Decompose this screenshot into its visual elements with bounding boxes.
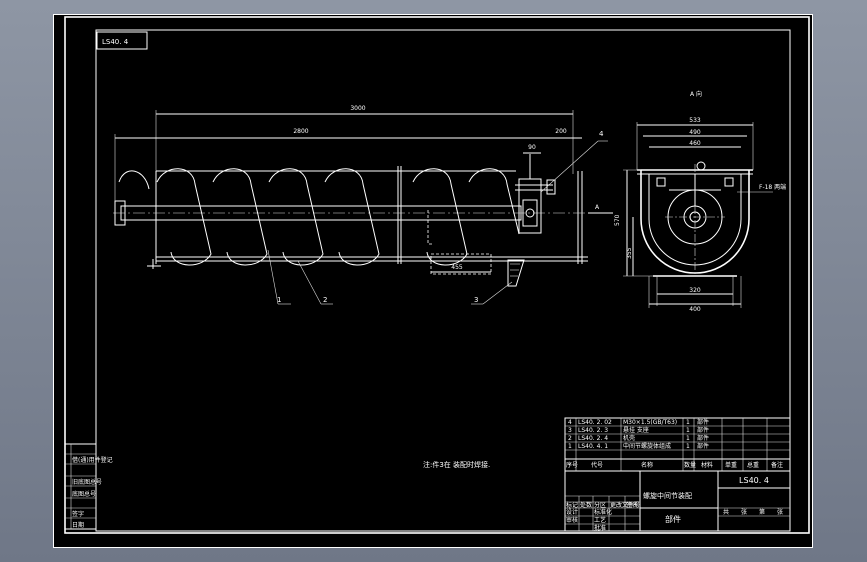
dim-inner: 2800 bbox=[114, 128, 530, 201]
left-coupling bbox=[114, 200, 126, 226]
strip-label-2: 底图总号 bbox=[72, 490, 96, 498]
hdr-no: 序号 bbox=[566, 461, 578, 469]
balloon-2: 2 bbox=[323, 296, 327, 304]
sign-label-4: 签名 bbox=[626, 501, 638, 509]
dim-gap: 455 bbox=[431, 264, 491, 273]
title-block: 4 LS40. 2. 02 M30×1.5(GB/T63) 1 部件 3 LS4… bbox=[564, 417, 791, 532]
bom-row-1-code: LS40. 2. 3 bbox=[578, 427, 608, 434]
strip-label-4: 日期 bbox=[72, 521, 84, 529]
sheet-border bbox=[53, 14, 813, 548]
bom-row: 2 LS40. 2. 4 机壳 1 部件 bbox=[568, 434, 709, 442]
scale-cell-3: 张 bbox=[777, 508, 783, 516]
bom-row-3-name: 中间节螺旋体组成 bbox=[623, 442, 671, 450]
end-view: A 向 533 490 460 bbox=[614, 90, 786, 313]
dim-gap-label: 455 bbox=[451, 264, 463, 271]
role-label-3: 工艺 bbox=[594, 516, 606, 524]
bom-row-1-qty: 1 bbox=[686, 427, 690, 434]
dim-inner-label: 2800 bbox=[293, 128, 308, 135]
balloon-1: 1 bbox=[277, 296, 281, 304]
assembly-note: 注:件3在 装配时焊接. bbox=[423, 460, 490, 469]
sign-label-3: 更改文件号 bbox=[610, 501, 640, 509]
hdr-total-weight: 总重 bbox=[747, 461, 759, 469]
view-arrow-a: A bbox=[588, 204, 613, 214]
bom-row-0-qty: 1 bbox=[686, 419, 690, 426]
hanger-bearing bbox=[515, 154, 556, 234]
bom-row: 4 LS40. 2. 02 M30×1.5(GB/T63) 1 部件 bbox=[568, 418, 709, 426]
bom-row-1-name: 悬挂 支座 bbox=[623, 426, 649, 434]
drawing-sheet: LS40. 4 借(通)用件登记 旧底图总号 底图总号 签字 日期 bbox=[53, 14, 813, 548]
inner-frame bbox=[95, 29, 791, 532]
view-arrow-a-label: A bbox=[595, 204, 600, 211]
hdr-name: 名称 bbox=[641, 461, 653, 469]
bom-row-2-name: 机壳 bbox=[623, 434, 635, 442]
bom-row-3-qty: 1 bbox=[686, 443, 690, 450]
bom-row-3-no: 1 bbox=[568, 443, 572, 450]
strip-label-3: 签字 bbox=[72, 510, 84, 518]
support-bracket bbox=[507, 259, 525, 287]
dim-hanger-label: 90 bbox=[528, 144, 536, 151]
hdr-material: 材料 bbox=[701, 461, 713, 469]
hdr-unit-weight: 单重 bbox=[725, 461, 737, 469]
bom-row-2-code: LS40. 2. 4 bbox=[578, 435, 608, 442]
scale-cell-1: 张 bbox=[741, 508, 747, 516]
code-box: LS40. 4 bbox=[96, 31, 148, 50]
hdr-remark: 备注 bbox=[771, 461, 783, 469]
balloon-3: 3 bbox=[474, 296, 478, 304]
dim-overall-label: 3000 bbox=[350, 105, 365, 112]
bom-row: 3 LS40. 2. 3 悬挂 支座 1 部件 bbox=[568, 426, 709, 434]
role-label-0: 设计 bbox=[566, 508, 578, 516]
side-view: 3000 2800 200 90 455 A bbox=[113, 105, 613, 305]
dim-bottom-outer: 400 bbox=[689, 306, 701, 313]
bom-row-3-material: 部件 bbox=[697, 442, 709, 450]
hdr-code: 代号 bbox=[591, 461, 603, 469]
end-dims: 533 490 460 570 355 320 400 F-18 两端 bbox=[614, 117, 786, 313]
dim-hanger: 90 bbox=[523, 144, 541, 154]
balloon-4: 4 bbox=[599, 130, 604, 138]
view-label: A 向 bbox=[690, 90, 702, 98]
bom-row-2-material: 部件 bbox=[697, 434, 709, 442]
strip-label-1: 旧底图总号 bbox=[72, 478, 102, 486]
bom-row-3-code: LS40. 4. 1 bbox=[578, 443, 608, 450]
scale-cell-0: 共 bbox=[723, 508, 729, 516]
dim-lower: 355 bbox=[626, 247, 633, 259]
bom-header: 序号 代号 名称 数量 材料 单重 总重 备注 bbox=[566, 461, 783, 469]
dim-end-ext-label: 200 bbox=[555, 128, 567, 135]
drawing-frame bbox=[64, 16, 810, 534]
dim-bottom-inner: 320 bbox=[689, 287, 701, 294]
sign-label-1: 处数 bbox=[580, 501, 592, 509]
left-registration-strip: 借(通)用件登记 旧底图总号 底图总号 签字 日期 bbox=[64, 443, 113, 530]
sign-label-0: 标记 bbox=[566, 501, 578, 509]
bom-row-2-no: 2 bbox=[568, 435, 572, 442]
bom-row-0-code: LS40. 2. 02 bbox=[578, 419, 612, 426]
bom-row: 1 LS40. 4. 1 中间节螺旋体组成 1 部件 bbox=[568, 442, 709, 450]
sign-label-2: 分区 bbox=[594, 501, 606, 509]
dim-top-inner: 460 bbox=[689, 140, 701, 147]
bom-row-0-name: M30×1.5(GB/T63) bbox=[623, 419, 677, 426]
strip-label-0: 借(通)用件登记 bbox=[72, 456, 113, 464]
dim-flange: F-18 两端 bbox=[759, 183, 786, 191]
dim-overall: 3000 bbox=[155, 105, 574, 174]
leaders: 1 2 3 4 bbox=[267, 130, 608, 305]
title-block-main bbox=[564, 470, 791, 532]
role-label-1: 标准化 bbox=[594, 508, 612, 516]
drawing-code: LS40. 4 bbox=[739, 476, 769, 485]
drawing-title: 螺旋中间节装配 bbox=[643, 491, 692, 500]
dim-top-outer: 533 bbox=[689, 117, 701, 124]
bom-row-2-qty: 1 bbox=[686, 435, 690, 442]
dim-height: 570 bbox=[614, 214, 621, 226]
dim-top-mid: 490 bbox=[689, 129, 701, 136]
category-label: 部件 bbox=[665, 514, 681, 524]
role-label-4: 批准 bbox=[594, 524, 606, 532]
bom-row-1-no: 3 bbox=[568, 427, 572, 434]
role-label-2: 审核 bbox=[566, 516, 578, 524]
scale-cell-2: 第 bbox=[759, 508, 765, 516]
hdr-qty: 数量 bbox=[684, 461, 696, 469]
bom-row-0-no: 4 bbox=[568, 419, 572, 426]
screw-flights bbox=[118, 168, 520, 266]
code-box-text: LS40. 4 bbox=[102, 38, 129, 46]
bom-row-1-material: 部件 bbox=[697, 426, 709, 434]
bom-row-0-material: 部件 bbox=[697, 418, 709, 426]
dim-end-ext: 200 bbox=[530, 128, 582, 139]
